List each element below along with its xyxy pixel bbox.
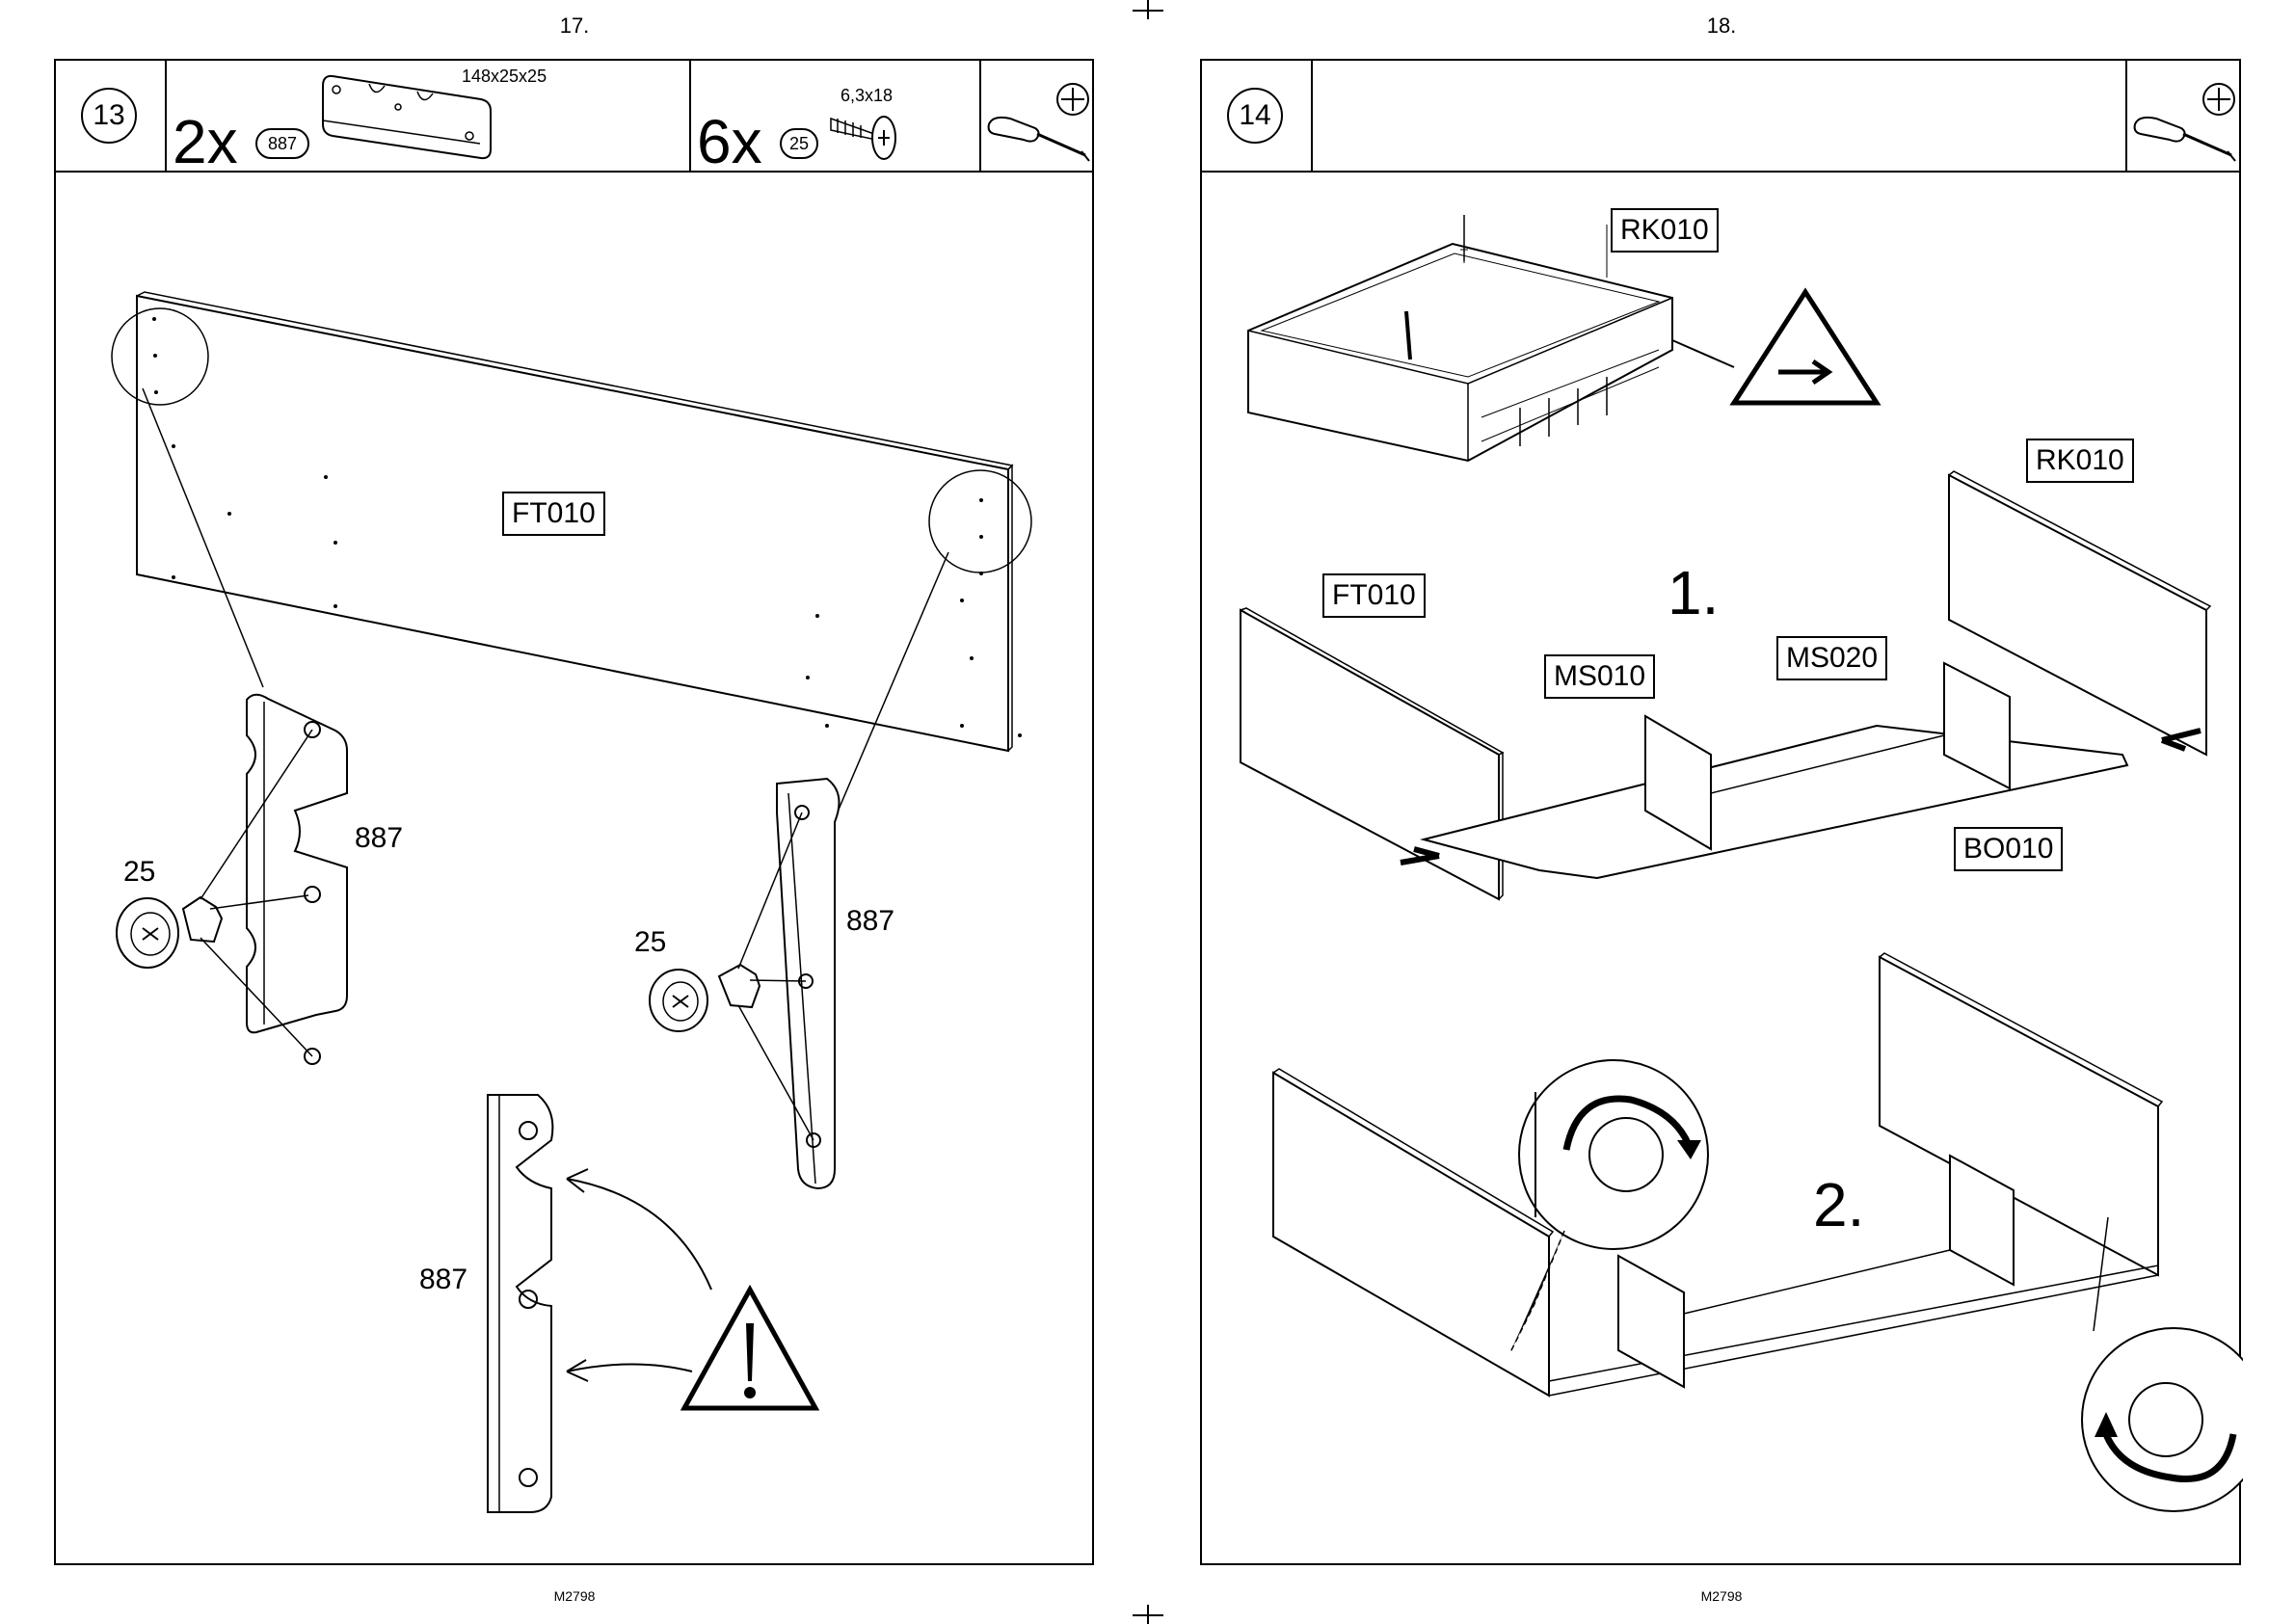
callout-bracket-1: 887 (355, 822, 403, 855)
crop-mark-top-h (1133, 10, 1163, 12)
footer-right: M2798 (1625, 1588, 1818, 1604)
crop-mark-bottom-h (1133, 1614, 1163, 1616)
arrow-warning-icon (1707, 292, 1877, 408)
label-rk010-top: RK010 (1611, 208, 1719, 253)
step-13-drawing (56, 61, 1096, 1567)
label-bo010: BO010 (1954, 827, 2063, 871)
step-14-frame: 14 (1200, 59, 2241, 1565)
callout-bracket-3: 887 (419, 1264, 467, 1296)
panel-label-ft010: FT010 (502, 492, 605, 536)
substep-1: 1. (1668, 557, 1719, 628)
page-number-left: 17. (478, 13, 671, 39)
callout-screw-2: 25 (634, 926, 666, 959)
callout-bracket-2: 887 (846, 905, 894, 938)
warning-icon (684, 1290, 815, 1408)
label-rk010-back: RK010 (2026, 439, 2134, 483)
substep-2: 2. (1813, 1169, 1864, 1240)
label-ft010: FT010 (1322, 573, 1426, 618)
page-number-right: 18. (1625, 13, 1818, 39)
step-13-frame: 13 2x 887 148x25x25 6x 25 6,3x18 (54, 59, 1094, 1565)
callout-screw-1: 25 (123, 856, 155, 889)
step-14-drawing (1202, 61, 2243, 1567)
label-ms010: MS010 (1544, 654, 1655, 699)
label-ms020: MS020 (1776, 636, 1887, 680)
footer-left: M2798 (478, 1588, 671, 1604)
